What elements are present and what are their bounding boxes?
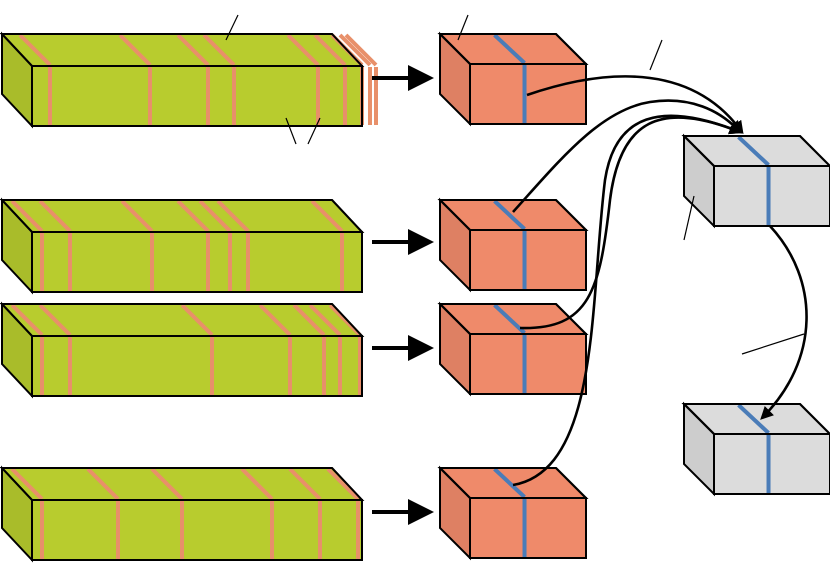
long-block-band-top <box>176 33 210 67</box>
long-block-1 <box>0 31 378 129</box>
long-blocks-group <box>0 31 378 563</box>
long-block-band-top <box>176 199 210 233</box>
block-front-face <box>713 165 830 227</box>
flow-curve-1 <box>526 75 744 135</box>
long-block-band-top <box>344 33 378 67</box>
long-block-band-top <box>86 467 120 501</box>
block-front-outline <box>469 229 587 291</box>
block-4 <box>437 465 589 561</box>
long-block-band-top <box>286 33 320 67</box>
block-front-face <box>469 497 587 559</box>
block-band-top <box>493 199 526 231</box>
leader-line <box>457 14 469 41</box>
block-front-outline <box>713 165 830 227</box>
long-block-top-face <box>0 467 365 501</box>
long-block-band-top <box>258 303 292 337</box>
long-block-band-top <box>313 33 347 67</box>
long-block-band-top <box>338 33 372 67</box>
long-block-3 <box>0 301 365 399</box>
long-block-band-top <box>180 303 214 337</box>
leader-line <box>649 39 663 71</box>
block-band-top <box>493 467 526 499</box>
long-block-band-top <box>10 303 44 337</box>
block-band-top <box>737 403 770 435</box>
block-front-outline <box>469 497 587 559</box>
long-block-band-top <box>328 303 362 337</box>
long-block-band-top <box>118 33 152 67</box>
long-block-front-outline <box>31 65 363 127</box>
flow-curve-2 <box>512 99 742 213</box>
long-block-front-face <box>31 499 363 561</box>
small-blocks-group <box>437 31 589 561</box>
block-1 <box>437 31 589 127</box>
long-block-band-top <box>326 467 360 501</box>
long-block-front-face <box>31 231 363 293</box>
block-front-face <box>469 229 587 291</box>
long-block-band-top <box>240 467 274 501</box>
long-block-band-top <box>10 199 44 233</box>
long-block-band-top <box>202 33 236 67</box>
result-blocks-group <box>681 133 830 497</box>
long-block-front-outline <box>31 231 363 293</box>
flow-curve-4 <box>512 114 743 487</box>
right-arrow-icon <box>372 65 434 91</box>
long-block-front-outline <box>31 335 363 397</box>
block-front-outline <box>469 63 587 125</box>
block-front-face <box>713 433 830 495</box>
long-block-band-top <box>198 199 232 233</box>
leader-line <box>285 117 297 145</box>
block-3 <box>437 301 589 397</box>
long-block-band-top <box>308 303 342 337</box>
block-2 <box>437 197 589 293</box>
long-block-front-face <box>31 65 363 127</box>
long-block-band-top <box>288 467 322 501</box>
flow-curve-3 <box>519 116 743 330</box>
leader-line <box>741 333 805 355</box>
flow-curve-5 <box>760 225 808 420</box>
long-block-band-top <box>150 467 184 501</box>
block-top-outline <box>681 403 830 435</box>
result-block-2 <box>681 401 830 497</box>
block-band-top <box>737 135 770 167</box>
right-arrow-icon <box>372 499 434 525</box>
block-front-outline <box>713 433 830 495</box>
long-block-band-top <box>18 33 52 67</box>
long-block-band-top <box>38 199 72 233</box>
long-block-band-top <box>10 467 44 501</box>
long-block-front-face <box>31 335 363 397</box>
row-arrows-group <box>372 65 434 525</box>
leader-line <box>307 117 321 145</box>
long-block-4 <box>0 465 365 563</box>
long-block-band-top <box>310 199 344 233</box>
block-front-face <box>469 333 587 395</box>
long-block-2 <box>0 197 365 295</box>
long-block-band-top <box>292 303 326 337</box>
long-block-band-top <box>120 199 154 233</box>
leader-line <box>683 195 695 241</box>
flow-curves-group <box>512 75 808 487</box>
long-block-front-outline <box>31 499 363 561</box>
long-block-band-top <box>216 199 250 233</box>
result-block-1 <box>681 133 830 229</box>
long-block-band-top <box>38 303 72 337</box>
right-arrow-icon <box>372 229 434 255</box>
block-band-top <box>493 33 526 65</box>
block-top-outline <box>681 135 830 167</box>
right-arrow-icon <box>372 335 434 361</box>
block-band-top <box>493 303 526 335</box>
leader-lines-group <box>225 14 805 355</box>
leader-line <box>225 14 239 41</box>
